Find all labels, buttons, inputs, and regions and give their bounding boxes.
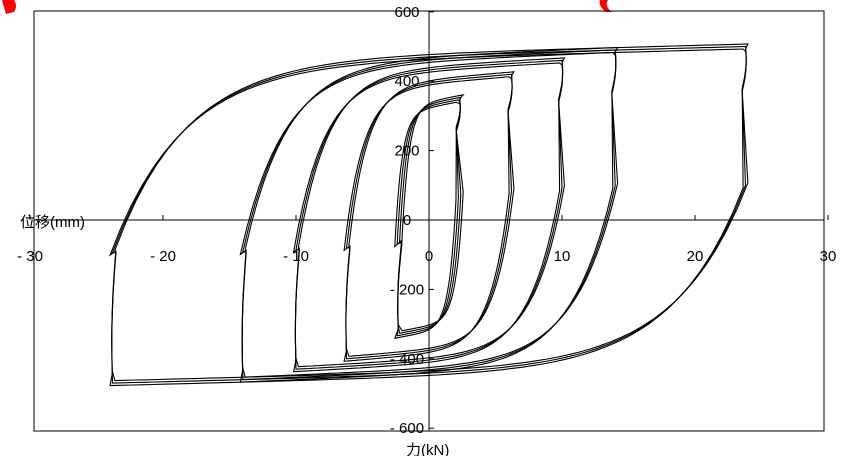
x-axis-title: 位移(mm): [20, 214, 85, 231]
hysteresis-loop-5: [111, 45, 747, 384]
y-axis-title: 力(kN): [406, 442, 449, 456]
hysteresis-loop-2: [343, 76, 515, 357]
y-tick-label: 0: [403, 212, 411, 229]
x-tick-label: 10: [554, 248, 571, 265]
x-tick-label: - 20: [150, 248, 176, 265]
hysteresis-loop-2: [345, 73, 513, 360]
hysteresis-loop-4: [239, 46, 619, 383]
y-tick-label: 600: [394, 4, 419, 21]
hysteresis-loop-1: [393, 93, 465, 339]
y-tick-label: 400: [394, 73, 419, 90]
hysteresis-loop-5: [109, 43, 749, 387]
hysteresis-loop-3: [294, 59, 564, 370]
hysteresis-loop-4: [241, 49, 617, 381]
x-ticks: - 30 - 20 - 10 0 10 20 30: [17, 215, 836, 265]
hysteresis-loop-3: [292, 62, 565, 368]
y-tick-label: - 600: [390, 420, 424, 437]
x-tick-label: 20: [687, 248, 704, 265]
top-cut-text-fragment-right: [599, 0, 612, 12]
x-tick-label: 0: [425, 248, 433, 265]
y-tick-label: - 200: [390, 281, 424, 298]
x-tick-label: - 10: [283, 248, 309, 265]
x-tick-label: 30: [820, 248, 837, 265]
top-cut-text-fragment-left: [2, 0, 16, 14]
hysteresis-loops: [108, 43, 749, 387]
x-tick-label: - 30: [17, 248, 43, 265]
hysteresis-loop-4: [239, 51, 619, 378]
hysteresis-loop-5: [108, 48, 749, 382]
hysteresis-loop-3: [292, 57, 566, 373]
hysteresis-loop-2: [343, 71, 515, 362]
